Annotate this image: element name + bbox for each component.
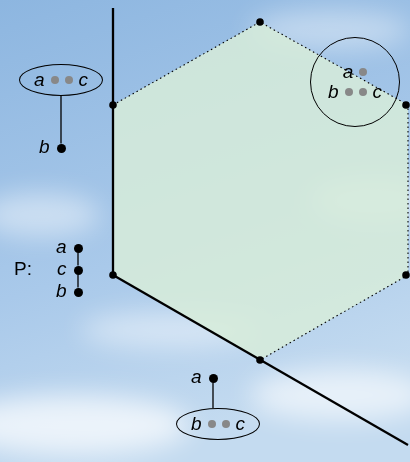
element-label: a xyxy=(343,62,354,82)
hexagon xyxy=(113,22,408,360)
element-label: c xyxy=(79,70,89,90)
poset-element: b xyxy=(57,144,66,153)
axis-lines xyxy=(113,8,408,445)
block-ellipse: bc xyxy=(176,408,260,440)
grey-dot xyxy=(51,76,59,84)
element-label: b xyxy=(56,281,67,301)
element-label: c xyxy=(236,414,246,434)
poset-name: P: xyxy=(14,259,32,279)
grey-dot xyxy=(222,420,230,428)
hasse-edge xyxy=(77,275,78,288)
element-row: a xyxy=(343,62,368,82)
poset-element: a xyxy=(74,244,83,253)
block-ellipse: ac xyxy=(19,64,103,96)
poset-element: a xyxy=(209,374,218,383)
grey-dot xyxy=(208,420,216,428)
vertex-dots xyxy=(109,18,410,364)
element-label: a xyxy=(191,367,202,387)
dotted-edges xyxy=(113,22,408,360)
element-label: b xyxy=(39,137,50,157)
element-label: c xyxy=(373,82,383,102)
grey-dot xyxy=(359,88,367,96)
block-circle: abc xyxy=(310,37,400,127)
grey-dot xyxy=(345,88,353,96)
element-row: bc xyxy=(191,414,245,434)
grey-dot xyxy=(65,76,73,84)
element-label: b xyxy=(191,414,202,434)
element-label: a xyxy=(56,237,67,257)
element-label: a xyxy=(34,70,45,90)
poset-element: c xyxy=(74,266,83,275)
grey-dot xyxy=(359,68,367,76)
element-label: c xyxy=(57,259,67,279)
element-label: b xyxy=(328,82,339,102)
hasse-edge xyxy=(60,96,61,144)
element-row: ac xyxy=(34,70,88,90)
clouds xyxy=(0,10,410,455)
element-row: bc xyxy=(328,82,382,102)
hasse-edge xyxy=(212,383,213,409)
poset-element: b xyxy=(74,288,83,297)
hasse-edge xyxy=(77,253,78,266)
